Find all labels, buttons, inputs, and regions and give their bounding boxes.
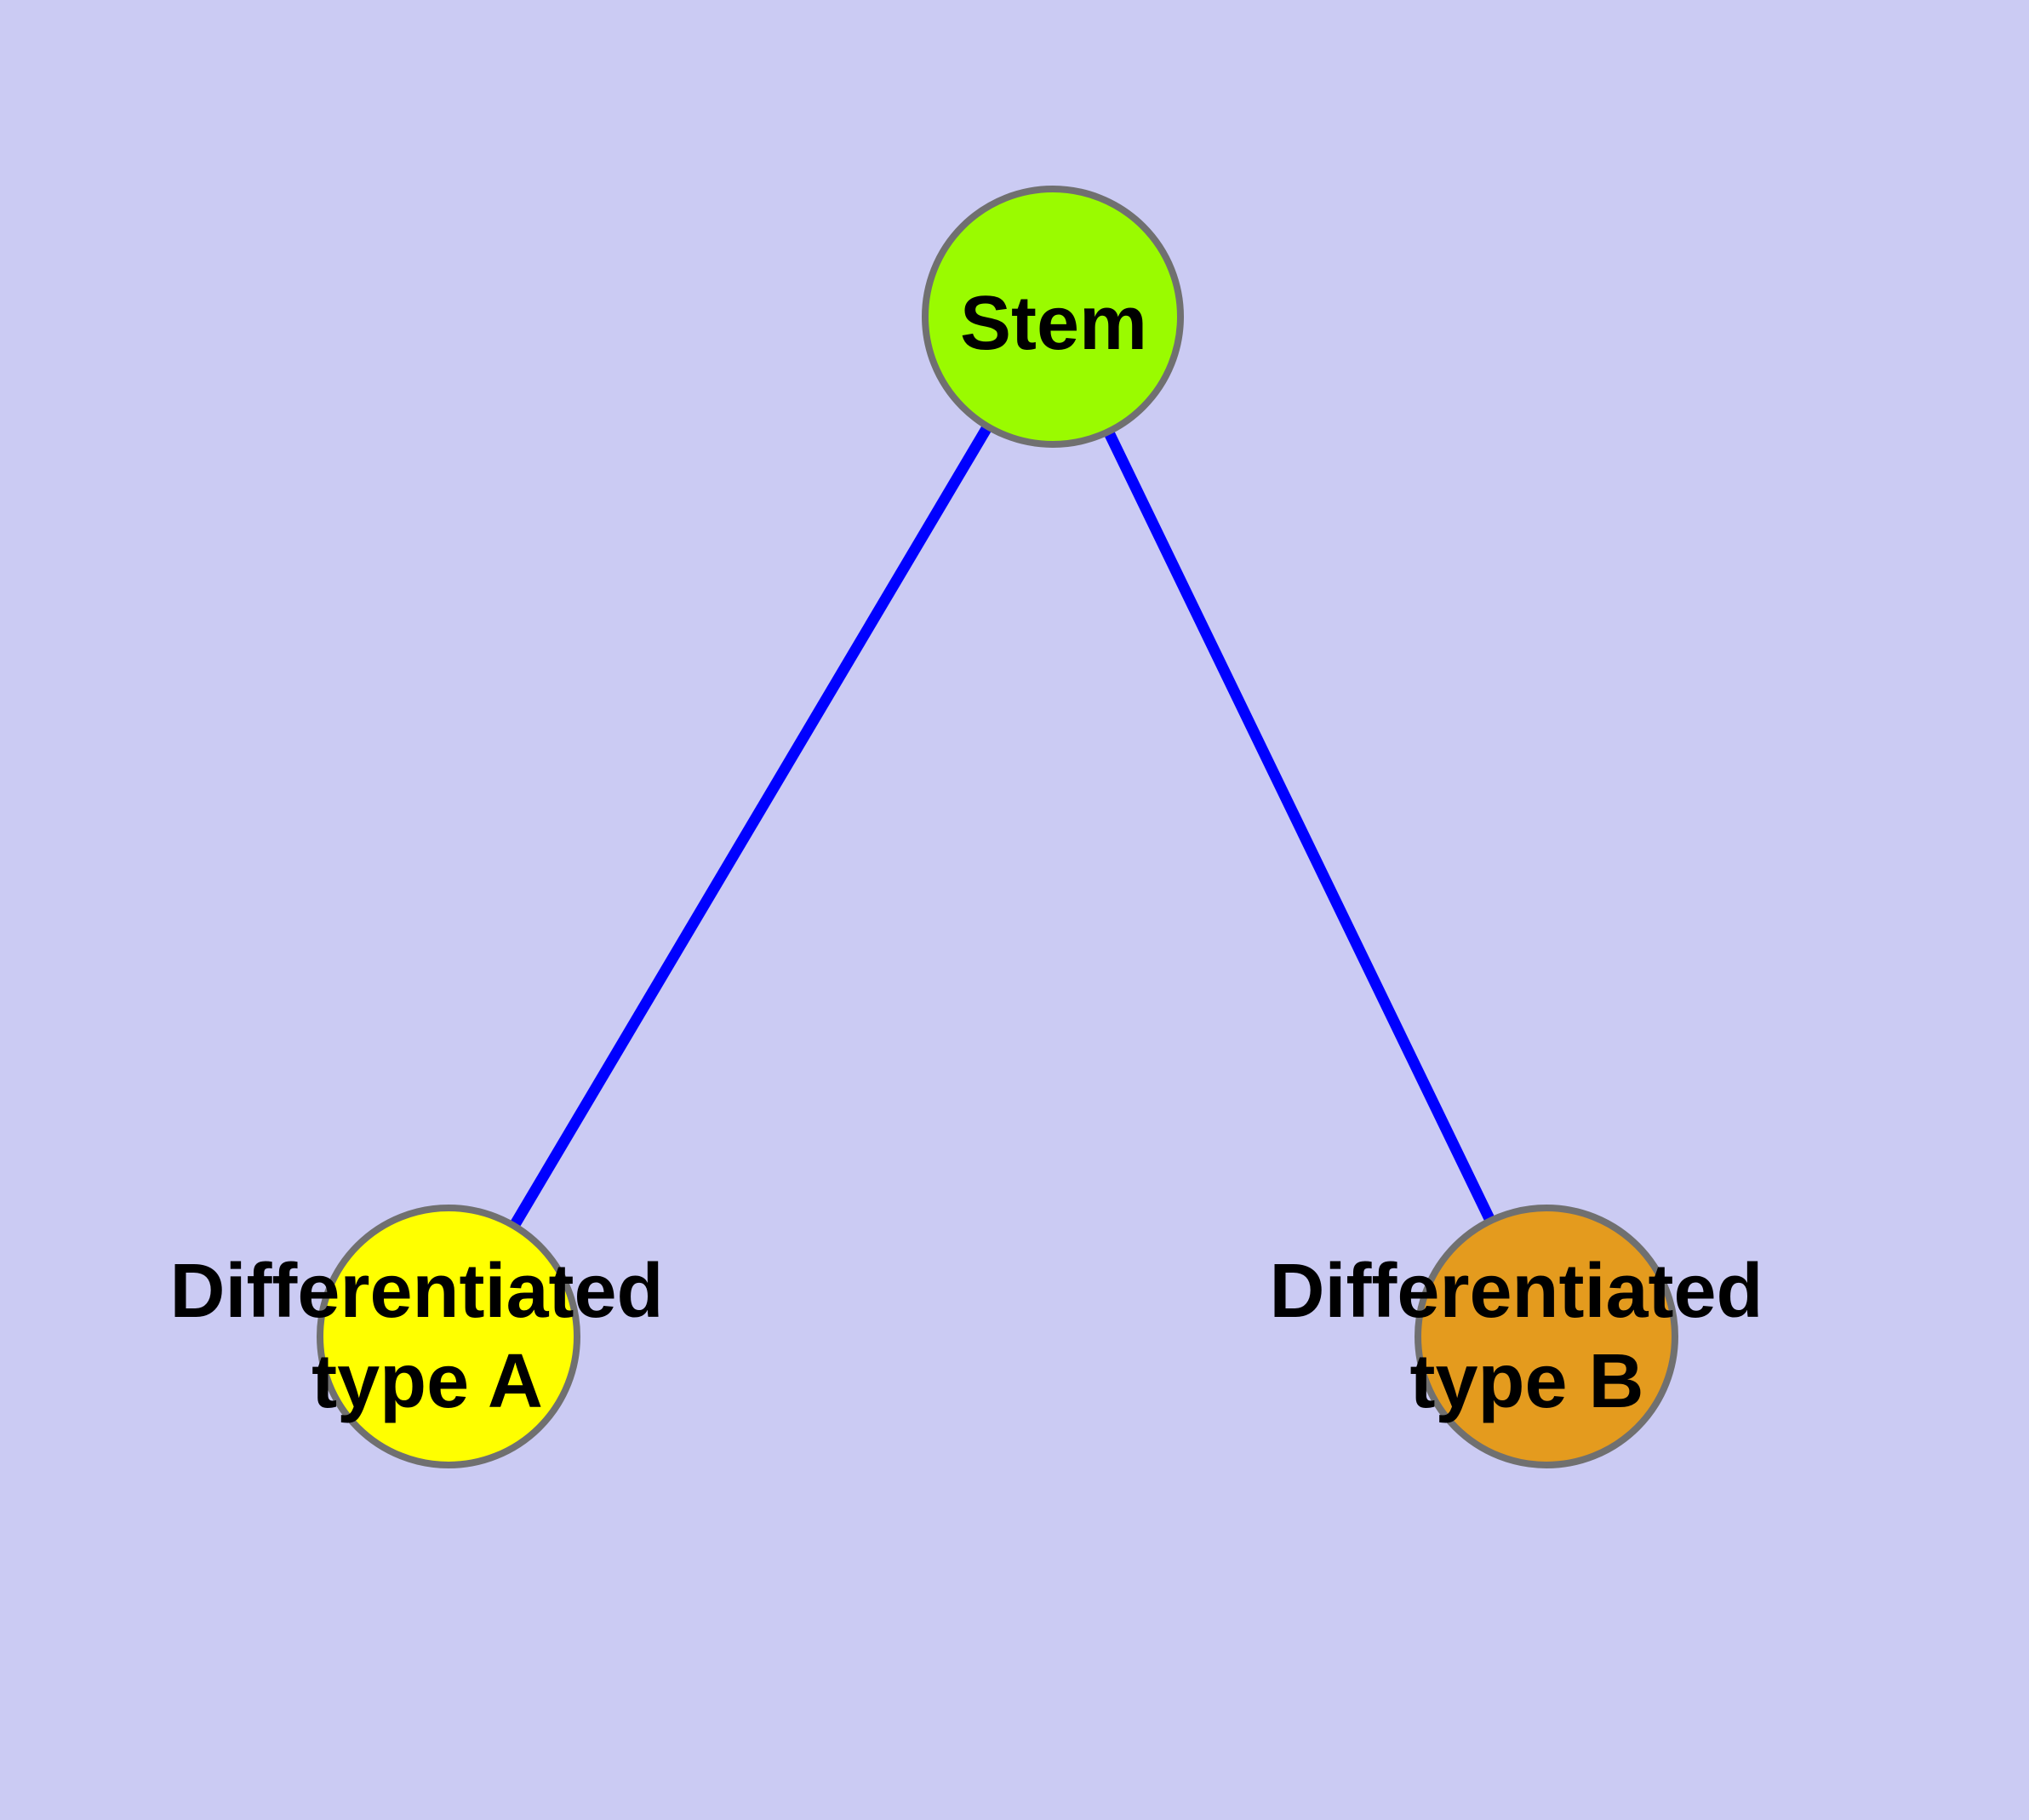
node-stem-circle (922, 186, 1184, 448)
node-type-a-label: Differentiated type A (169, 1249, 684, 1424)
node-type-b-label: Differentiated type B (1269, 1249, 1784, 1424)
node-type-b-circle (1415, 1205, 1678, 1468)
edge-stem-to-type-a (443, 313, 1058, 1340)
node-differentiated-type-a: Differentiated type A (169, 1205, 684, 1468)
node-type-a-label-line2: type A (311, 1339, 543, 1424)
edge-layer (443, 313, 1552, 1340)
node-type-a-label-line1: Differentiated (169, 1249, 663, 1334)
node-stem-label: Stem (960, 281, 1147, 366)
node-stem: Stem (922, 186, 1184, 448)
node-differentiated-type-b: Differentiated type B (1269, 1205, 1784, 1468)
node-type-b-label-line1: Differentiated (1269, 1249, 1763, 1334)
node-type-a-circle (317, 1205, 580, 1468)
edge-stem-to-type-b (1048, 314, 1552, 1339)
node-type-b-label-line2: type B (1409, 1339, 1643, 1424)
